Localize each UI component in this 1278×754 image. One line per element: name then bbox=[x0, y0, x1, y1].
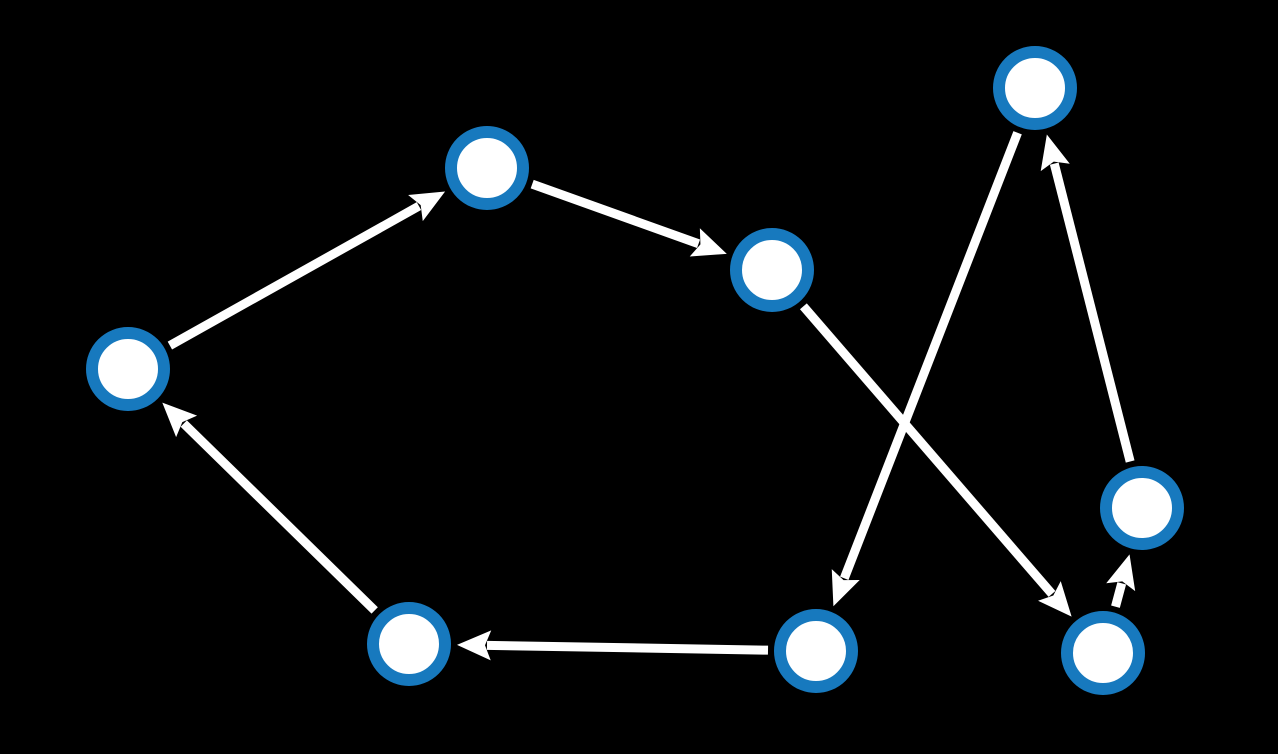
node-circle bbox=[730, 228, 814, 312]
node-bottom-left[interactable] bbox=[367, 602, 451, 686]
edge-arrowhead-icon bbox=[689, 228, 727, 257]
node-bottom-right[interactable] bbox=[1061, 611, 1145, 695]
edge-line bbox=[840, 131, 1022, 580]
edge-upper-left-to-upper-middle[interactable] bbox=[530, 179, 727, 257]
edge-arrowhead-icon bbox=[1106, 554, 1136, 592]
edge-bottom-left-to-left[interactable] bbox=[162, 402, 378, 614]
edge-upper-middle-to-bottom-right[interactable] bbox=[799, 303, 1072, 617]
edge-left-to-upper-left[interactable] bbox=[167, 191, 446, 350]
edge-arrowhead-icon bbox=[456, 630, 492, 661]
edge-arrowhead-icon bbox=[1038, 581, 1072, 617]
edge-arrowhead-icon bbox=[831, 569, 860, 607]
edge-line bbox=[167, 202, 422, 350]
edge-bottom-middle-to-bottom-left[interactable] bbox=[456, 630, 769, 661]
edge-line bbox=[1111, 582, 1127, 608]
node-left[interactable] bbox=[86, 327, 170, 411]
edge-line bbox=[1049, 162, 1135, 463]
node-circle bbox=[445, 126, 529, 210]
node-upper-left[interactable] bbox=[445, 126, 529, 210]
node-top-right[interactable] bbox=[993, 46, 1077, 130]
edge-arrowhead-icon bbox=[162, 402, 198, 438]
node-circle bbox=[367, 602, 451, 686]
node-circle bbox=[1100, 466, 1184, 550]
node-circle bbox=[1061, 611, 1145, 695]
edge-line bbox=[180, 420, 378, 614]
edge-line bbox=[486, 640, 769, 655]
node-layer bbox=[86, 46, 1184, 695]
node-circle bbox=[774, 609, 858, 693]
node-right-middle[interactable] bbox=[1100, 466, 1184, 550]
edge-arrowhead-icon bbox=[408, 191, 446, 222]
edge-right-middle-to-top-right[interactable] bbox=[1040, 134, 1135, 463]
edge-top-right-to-bottom-middle[interactable] bbox=[831, 131, 1022, 607]
node-circle bbox=[86, 327, 170, 411]
node-circle bbox=[993, 46, 1077, 130]
edge-line bbox=[799, 303, 1056, 597]
edge-arrowhead-icon bbox=[1040, 134, 1070, 172]
edge-line bbox=[530, 179, 701, 248]
edge-bottom-right-to-right-middle[interactable] bbox=[1106, 554, 1136, 608]
edge-layer bbox=[162, 131, 1136, 661]
node-upper-middle[interactable] bbox=[730, 228, 814, 312]
node-bottom-middle[interactable] bbox=[774, 609, 858, 693]
